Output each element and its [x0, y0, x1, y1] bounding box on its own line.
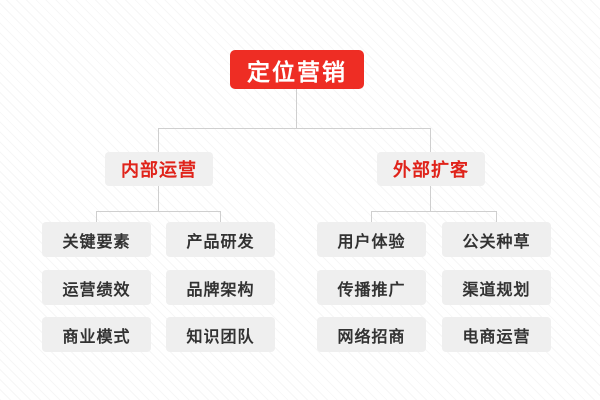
connector-right-branch-stem	[430, 186, 431, 211]
root-node[interactable]: 定位营销	[230, 50, 364, 89]
connector-left-col2-drop	[220, 211, 221, 222]
leaf-node[interactable]: 产品研发	[166, 222, 275, 257]
leaf-node[interactable]: 电商运营	[442, 317, 551, 352]
branch-node-external-expansion[interactable]: 外部扩客	[377, 152, 485, 186]
connector-branch-left-drop	[158, 128, 159, 153]
leaf-node[interactable]: 关键要素	[42, 222, 151, 257]
leaf-node[interactable]: 渠道规划	[442, 270, 551, 305]
leaf-node[interactable]: 公关种草	[442, 222, 551, 257]
leaf-node[interactable]: 知识团队	[166, 317, 275, 352]
connector-left-branch-stem	[158, 186, 159, 211]
connector-branch-right-drop	[430, 128, 431, 153]
connector-root-stem	[296, 89, 297, 128]
leaf-node[interactable]: 用户体验	[317, 222, 426, 257]
connector-right-branch-bar	[371, 211, 496, 212]
leaf-node[interactable]: 品牌架构	[166, 270, 275, 305]
connector-left-col1-drop	[96, 211, 97, 222]
branch-node-internal-operations[interactable]: 内部运营	[105, 152, 213, 186]
connector-right-col1-drop	[371, 211, 372, 222]
connector-root-bar	[158, 128, 431, 129]
connector-right-col2-drop	[496, 211, 497, 222]
leaf-node[interactable]: 商业模式	[42, 317, 151, 352]
connector-left-branch-bar	[96, 211, 221, 212]
leaf-node[interactable]: 运营绩效	[42, 270, 151, 305]
leaf-node[interactable]: 传播推广	[317, 270, 426, 305]
leaf-node[interactable]: 网络招商	[317, 317, 426, 352]
